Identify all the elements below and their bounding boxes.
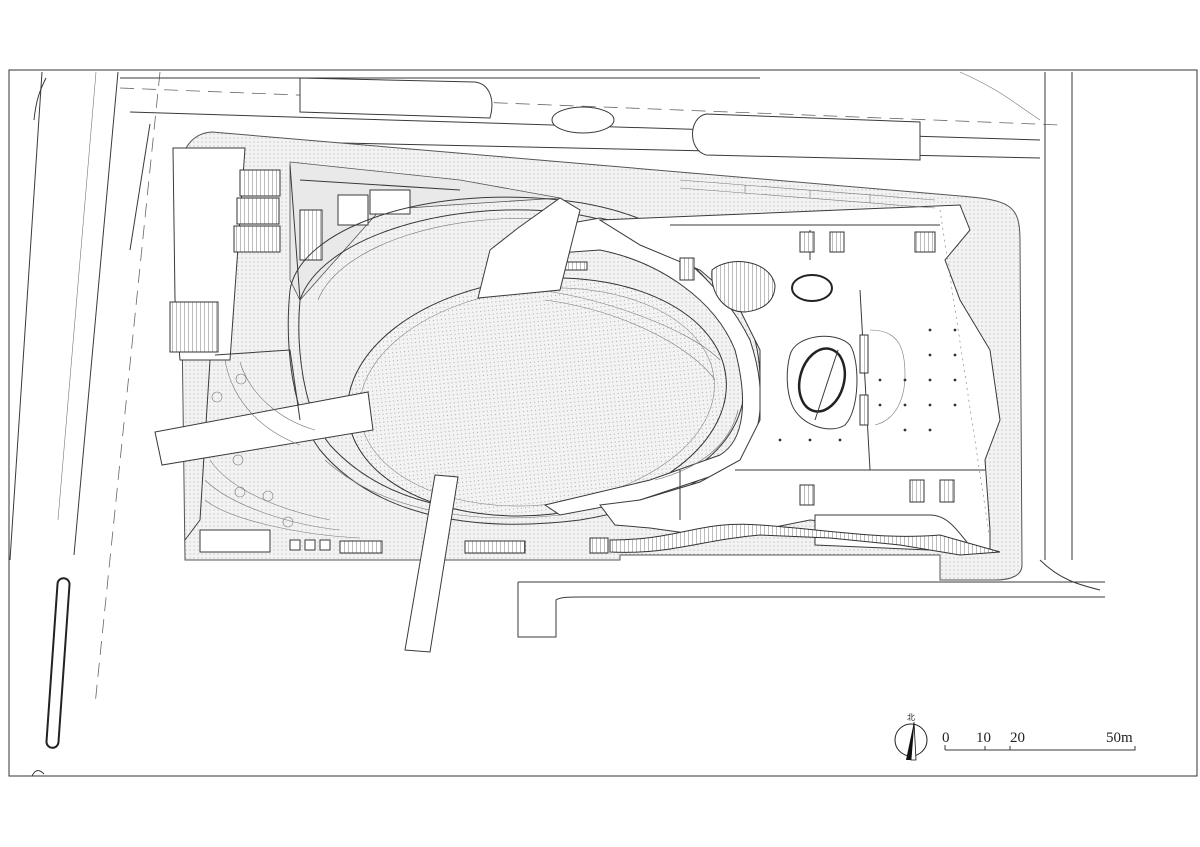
north-block bbox=[289, 161, 561, 301]
drawing-frame bbox=[8, 69, 1198, 777]
scale-bar: 0 10 20 50m bbox=[942, 730, 1136, 751]
north-ramp bbox=[477, 197, 581, 299]
bus-bay-2 bbox=[692, 113, 921, 161]
traffic-island-left bbox=[45, 577, 71, 749]
north-arrow-icon: 北 bbox=[894, 713, 928, 761]
east-building bbox=[598, 204, 1001, 556]
west-bridge bbox=[154, 391, 374, 466]
south-edge-strip bbox=[609, 523, 1001, 556]
south-bridge bbox=[404, 474, 459, 653]
roundabout-island bbox=[551, 106, 615, 134]
scale-tick-10: 10 bbox=[976, 730, 991, 746]
atrium-pod bbox=[791, 274, 833, 302]
west-wing bbox=[169, 147, 281, 541]
auditorium bbox=[711, 261, 776, 313]
scale-tick-20: 20 bbox=[1010, 730, 1025, 746]
scale-tick-50m: 50m bbox=[1106, 730, 1133, 746]
terraced-steps bbox=[199, 349, 609, 554]
road-network bbox=[9, 71, 1105, 777]
bus-bay-1 bbox=[299, 77, 493, 119]
parking-strip bbox=[679, 179, 936, 209]
north-label: 北 bbox=[907, 713, 915, 722]
stair-block-west bbox=[169, 301, 219, 353]
scale-tick-0: 0 bbox=[942, 730, 950, 746]
column-grid bbox=[778, 328, 957, 442]
